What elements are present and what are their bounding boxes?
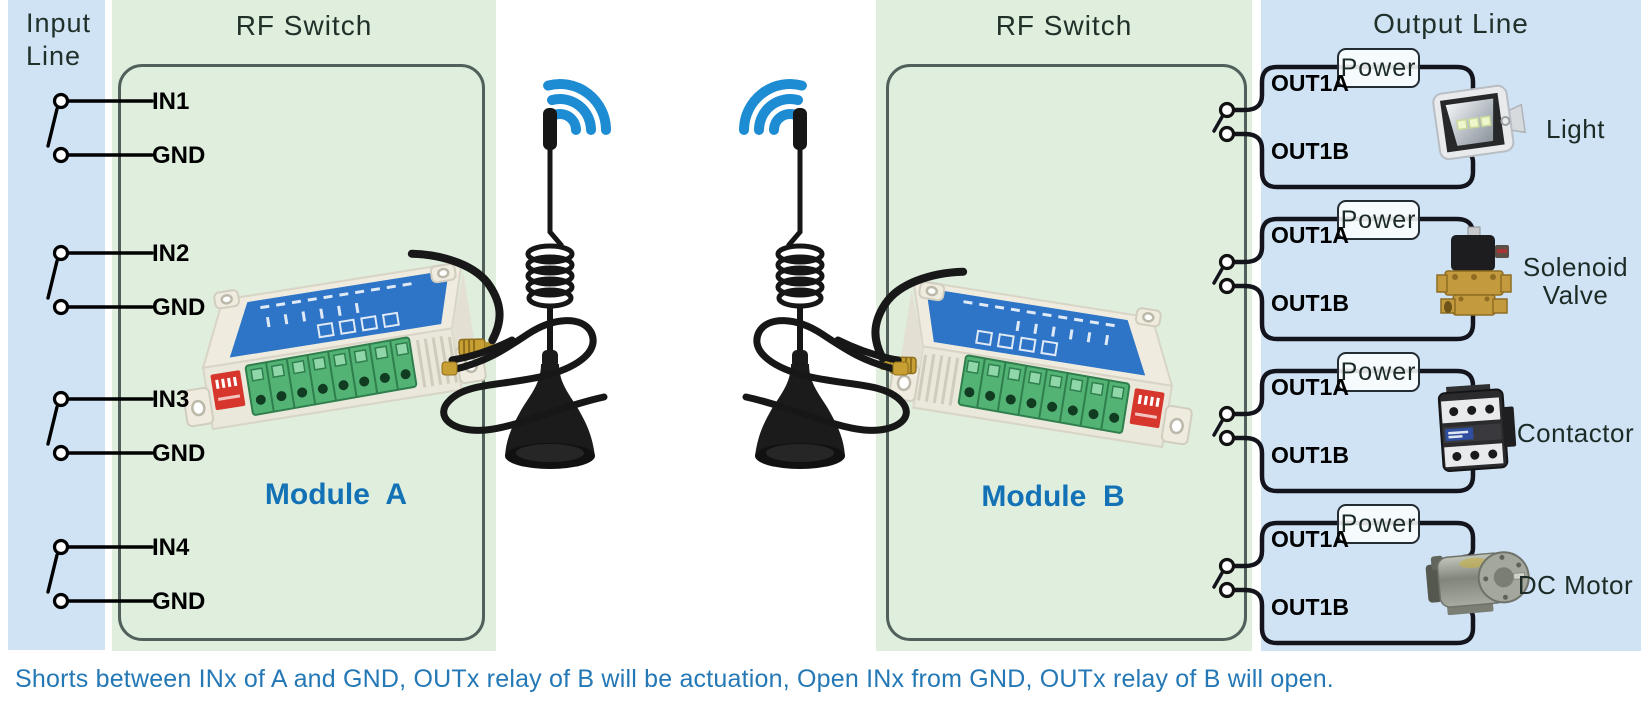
light-label: Light	[1546, 114, 1605, 144]
out1a-label-2: OUT1A	[1271, 222, 1349, 248]
output-circuit-contactor: Power OUT1A OUT1B Contactor	[1205, 349, 1641, 501]
power-box-2: Power	[1337, 200, 1420, 240]
input-switch-1	[46, 92, 154, 164]
output-circuit-light: Power OUT1A OUT1B Light	[1205, 45, 1641, 197]
power-label-4: Power	[1340, 509, 1417, 538]
contactor-label: Contactor	[1516, 418, 1635, 448]
dc-motor-icon	[1425, 551, 1530, 616]
out1a-label-4: OUT1A	[1271, 526, 1349, 552]
antenna-b-icon	[660, 64, 950, 494]
out1b-label-1: OUT1B	[1271, 138, 1349, 164]
module-b-label: Module B	[981, 480, 1125, 513]
output-circuit-solenoid-valve: Power OUT1A OUT1B Solenoid Valve	[1205, 197, 1641, 349]
out1b-label-2: OUT1B	[1271, 290, 1349, 316]
input-switch-2	[46, 244, 154, 316]
power-label-2: Power	[1340, 205, 1417, 234]
input-line-title-line1: Input	[26, 8, 92, 38]
dc-motor-label: DC Motor	[1517, 570, 1634, 600]
output-circuit-dc-motor: Power OUT1A OUT1B DC Motor	[1205, 501, 1641, 653]
contactor-icon	[1437, 383, 1517, 473]
solenoid-valve-label: Solenoid Valve	[1522, 252, 1629, 310]
in3-label: IN3	[152, 386, 190, 413]
light-icon	[1432, 84, 1527, 161]
input-switch-4	[46, 538, 154, 610]
module-b-frame	[886, 64, 1247, 641]
module-a-label: Module A	[264, 478, 408, 511]
input-switch-3	[46, 390, 154, 462]
in2-label: IN2	[152, 240, 190, 267]
out1b-label-4: OUT1B	[1271, 594, 1349, 620]
power-label-3: Power	[1340, 357, 1417, 386]
power-box-3: Power	[1337, 352, 1420, 392]
power-box-1: Power	[1337, 48, 1420, 88]
gnd2-label: GND	[152, 294, 206, 321]
out1b-label-3: OUT1B	[1271, 442, 1349, 468]
antenna-a-icon	[400, 64, 690, 494]
gnd3-label: GND	[152, 440, 206, 467]
caption-text: Shorts between INx of A and GND, OUTx re…	[15, 665, 1334, 693]
input-line-title-line2: Line	[26, 41, 82, 71]
in1-label: IN1	[152, 88, 190, 115]
out1a-label-3: OUT1A	[1271, 374, 1349, 400]
out1a-label-1: OUT1A	[1271, 70, 1349, 96]
in4-label: IN4	[152, 534, 190, 561]
gnd4-label: GND	[152, 588, 206, 615]
rf-switch-title-a: RF Switch	[235, 10, 373, 41]
solenoid-valve-icon	[1436, 226, 1512, 316]
gnd1-label: GND	[152, 142, 206, 169]
rf-switch-title-b: RF Switch	[995, 10, 1133, 41]
output-line-title: Output Line	[1373, 8, 1529, 39]
power-label-1: Power	[1340, 53, 1417, 82]
power-box-4: Power	[1337, 504, 1420, 544]
